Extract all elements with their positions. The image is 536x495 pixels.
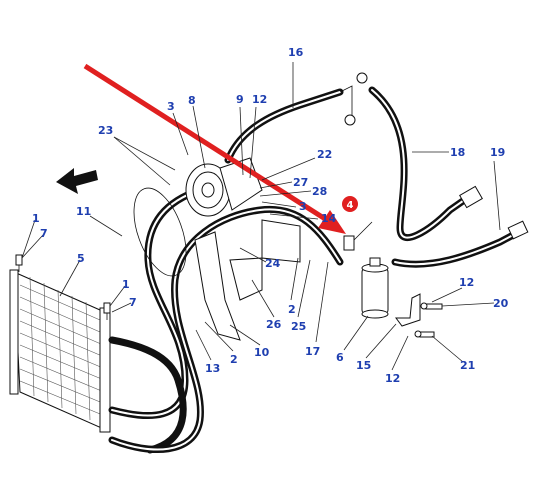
hose-19 (391, 220, 529, 268)
receiver-drier (361, 257, 389, 319)
callout-5: 5 (77, 252, 85, 265)
hose-16 (224, 72, 368, 164)
callout-1b: 1 (122, 278, 130, 291)
callout-labels: 16 8 9 12 3 23 22 27 28 3 14 18 19 11 1 … (32, 46, 509, 385)
callout-28: 28 (312, 185, 327, 198)
bolt-21 (414, 330, 435, 338)
callout-15: 15 (356, 359, 371, 372)
callout-23: 23 (98, 124, 113, 137)
callout-12: 12 (252, 93, 267, 106)
callout-2: 2 (288, 303, 296, 316)
leader-lines (21, 62, 501, 371)
callout-2b: 2 (230, 353, 238, 366)
callout-13: 13 (205, 362, 220, 375)
callout-12b: 12 (459, 276, 474, 289)
drier-clamp (395, 293, 421, 327)
callout-14: 14 (321, 212, 337, 225)
callout-10: 10 (254, 346, 270, 359)
pressure-switch (343, 221, 373, 251)
callout-26: 26 (266, 318, 282, 331)
bracket-24 (229, 219, 301, 301)
callout-6: 6 (336, 351, 344, 364)
highlight-arrow-icon (83, 63, 346, 234)
callout-7b: 7 (129, 296, 137, 309)
hose-13 (108, 205, 344, 454)
drive-belt (133, 187, 187, 277)
callout-25: 25 (291, 320, 306, 333)
callout-24: 24 (265, 257, 281, 270)
callout-22: 22 (317, 148, 332, 161)
bracket-10 (194, 231, 241, 341)
callout-11: 11 (76, 205, 91, 218)
hose-11 (108, 186, 204, 419)
callout-12c: 12 (385, 372, 400, 385)
highlight-badge: 4 (342, 196, 358, 212)
bolt-20 (420, 302, 443, 310)
callout-16: 16 (288, 46, 304, 59)
hose-18 (368, 86, 483, 242)
condenser-bolt-top (15, 254, 23, 272)
condenser (9, 269, 111, 433)
callout-18: 18 (450, 146, 465, 159)
callout-21: 21 (460, 359, 475, 372)
highlight-badge-label: 4 (347, 200, 354, 211)
callout-3b: 3 (299, 200, 307, 213)
callout-17: 17 (305, 345, 320, 358)
condenser-bolt-right (103, 302, 111, 320)
callout-9: 9 (236, 93, 244, 106)
direction-arrow-icon (56, 168, 98, 194)
callout-7: 7 (40, 227, 48, 240)
callout-27: 27 (293, 176, 308, 189)
callout-3: 3 (167, 100, 175, 113)
callout-19: 19 (490, 146, 505, 159)
callout-8: 8 (188, 94, 196, 107)
callout-1: 1 (32, 212, 40, 225)
callout-20: 20 (493, 297, 509, 310)
